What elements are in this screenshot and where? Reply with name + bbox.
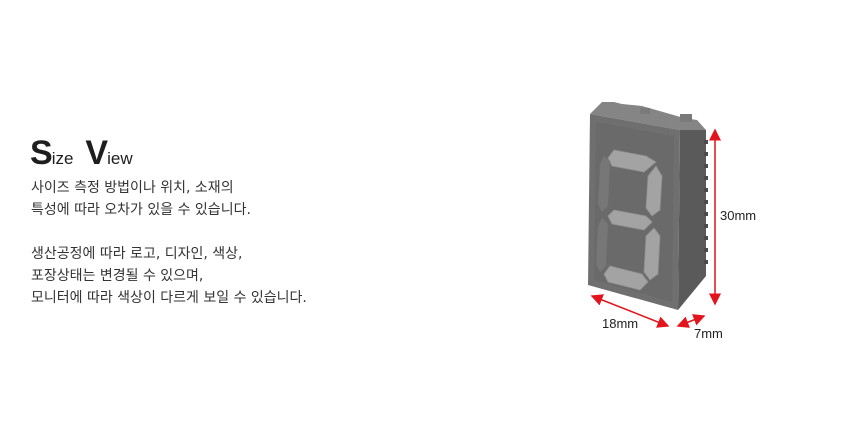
section-title: S ize V iew <box>30 134 145 172</box>
description-line: 포장상태는 변경될 수 있으며, <box>31 268 204 284</box>
depth-dimension-label: 7mm <box>694 326 723 341</box>
title-rest-view: iew <box>107 149 133 168</box>
description-line: 모니터에 따라 색상이 다르게 보일 수 있습니다. <box>31 290 307 306</box>
product-image: 30mm 18mm 7mm <box>560 90 860 350</box>
depth-dimension-line <box>676 314 706 328</box>
description-paragraph-1: 사이즈 측정 방법이나 위치, 소재의 특성에 따라 오차가 있을 수 있습니다… <box>31 177 251 221</box>
description-line: 특성에 따라 오차가 있을 수 있습니다. <box>31 202 251 218</box>
description-paragraph-2: 생산공정에 따라 로고, 디자인, 색상, 포장상태는 변경될 수 있으며, 모… <box>31 243 307 309</box>
title-initial-v: V <box>85 134 108 172</box>
width-dimension-label: 18mm <box>602 316 639 331</box>
width-dimension-line <box>590 294 670 328</box>
title-initial-s: S <box>30 134 53 172</box>
digit-segments <box>595 149 663 291</box>
title-word-size: S ize <box>30 134 85 172</box>
description-line: 사이즈 측정 방법이나 위치, 소재의 <box>31 180 234 196</box>
title-word-view: V iew <box>85 134 144 172</box>
seven-segment-display-icon <box>588 102 721 328</box>
height-dimension-label: 30mm <box>720 208 757 223</box>
description-line: 생산공정에 따라 로고, 디자인, 색상, <box>31 246 243 262</box>
title-rest-size: ize <box>51 149 74 168</box>
